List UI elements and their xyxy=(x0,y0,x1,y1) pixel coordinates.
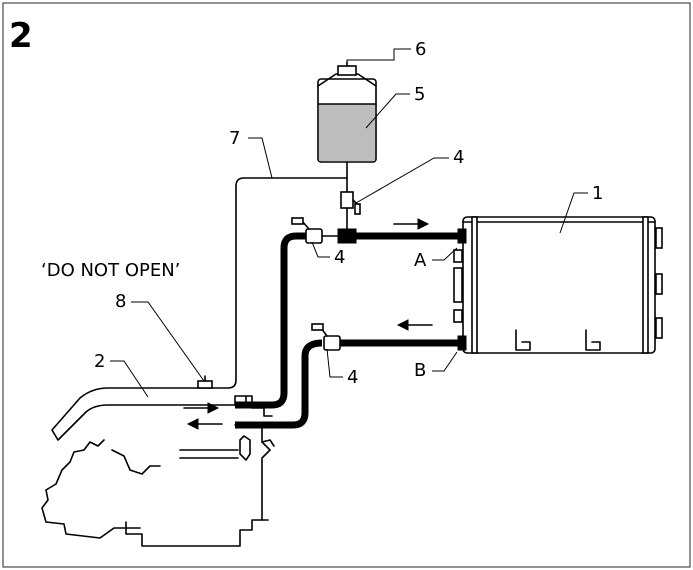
valve-b xyxy=(311,323,341,351)
valve-top xyxy=(340,191,361,231)
callout-4-valve-a: 4 xyxy=(334,247,345,268)
engine xyxy=(41,387,275,547)
callout-7: 7 xyxy=(229,128,240,149)
arrow-right-icon xyxy=(393,218,430,230)
arrow-left-icon xyxy=(396,319,433,331)
callout-4-valve-b: 4 xyxy=(347,367,358,388)
port-a-label: A xyxy=(414,250,427,271)
arrow-left-icon xyxy=(186,418,223,430)
arrow-right-icon xyxy=(183,402,220,414)
warning-label: ‘DO NOT OPEN’ xyxy=(41,260,180,281)
vent-line xyxy=(209,177,348,389)
valve-a xyxy=(291,217,339,244)
callout-6: 6 xyxy=(415,39,426,60)
callout-2: 2 xyxy=(94,351,105,372)
figure-number: 2 xyxy=(9,16,33,56)
engine-plug xyxy=(197,375,213,389)
hose-engine-in xyxy=(235,339,323,429)
callout-1: 1 xyxy=(592,183,603,204)
leader-lines xyxy=(110,48,588,398)
callout-4-top-valve: 4 xyxy=(453,147,464,168)
callout-5: 5 xyxy=(414,84,425,105)
tee-fitting xyxy=(337,228,357,244)
expansion-tank xyxy=(317,61,377,163)
heat-exchanger xyxy=(453,216,663,354)
port-b-label: B xyxy=(414,360,426,381)
hose-engine-out xyxy=(235,232,318,409)
callout-8: 8 xyxy=(115,291,126,312)
